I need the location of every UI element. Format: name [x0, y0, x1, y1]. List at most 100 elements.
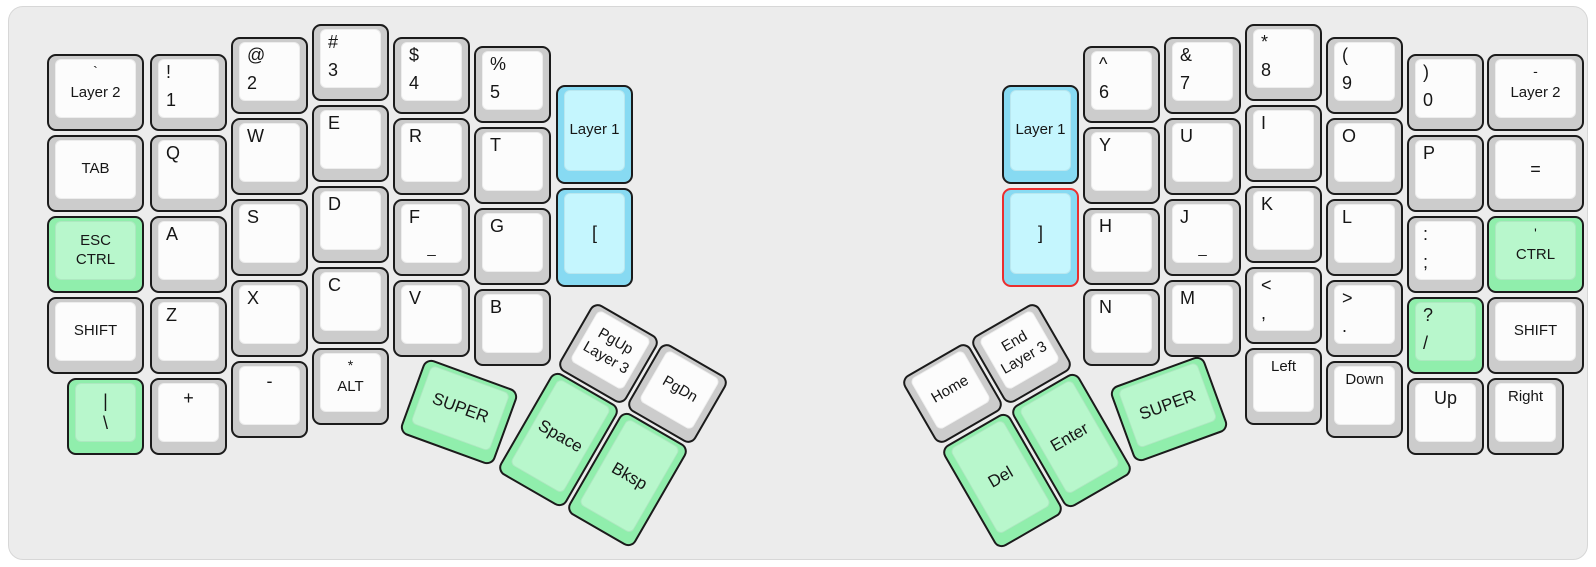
key-6[interactable]: ^6: [1083, 46, 1160, 123]
key-comma[interactable]: <,: [1245, 267, 1322, 344]
key-d[interactable]: D: [312, 186, 389, 263]
key-m[interactable]: M: [1164, 280, 1241, 357]
key-o[interactable]: O: [1326, 118, 1403, 195]
key-right-arrow[interactable]: Right: [1487, 378, 1564, 455]
key-quote-ctrl[interactable]: 'CTRL: [1487, 216, 1584, 293]
key-legend: (: [1342, 45, 1348, 65]
key-legend: PgDn: [659, 372, 701, 407]
key-a[interactable]: A: [150, 216, 227, 293]
keycap: N: [1091, 294, 1152, 353]
key-legend: +: [183, 388, 194, 408]
key-y[interactable]: Y: [1083, 127, 1160, 204]
key-s[interactable]: S: [231, 199, 308, 276]
key-legend: U: [1180, 126, 1193, 146]
key-legend: !: [166, 62, 172, 82]
key-legend: <: [1261, 275, 1272, 295]
key-legend: O: [1342, 126, 1357, 146]
keycap: O: [1334, 123, 1395, 182]
key-5[interactable]: %5: [474, 46, 551, 123]
key-h[interactable]: H: [1083, 208, 1160, 285]
key-grave-layer2[interactable]: `Layer 2: [47, 54, 144, 131]
key-e[interactable]: E: [312, 105, 389, 182]
keycap: `Layer 2: [55, 59, 136, 118]
key-left-arrow[interactable]: Left: [1245, 348, 1322, 425]
keycap: M: [1172, 285, 1233, 344]
key-legend: Y: [1099, 135, 1112, 155]
key-tab[interactable]: TAB: [47, 135, 144, 212]
key-left-bracket[interactable]: [: [556, 188, 633, 287]
key-legend: $: [409, 45, 420, 65]
key-up-arrow[interactable]: Up: [1407, 378, 1484, 455]
keycap: @2: [239, 42, 300, 101]
key-1[interactable]: !1: [150, 54, 227, 131]
key-legend: Del: [984, 462, 1017, 492]
key-w[interactable]: W: [231, 118, 308, 195]
key-x[interactable]: X: [231, 280, 308, 357]
key-legend: SUPER: [1136, 386, 1199, 425]
key-legend: R: [409, 126, 422, 146]
key-v[interactable]: V: [393, 280, 470, 357]
key-right-bracket[interactable]: ]: [1002, 188, 1079, 287]
key-semicolon[interactable]: :;: [1407, 216, 1484, 293]
key-pipe-backslash[interactable]: |\: [67, 378, 144, 455]
keycap: P: [1415, 140, 1476, 199]
key-layer1-left[interactable]: Layer 1: [556, 85, 633, 184]
key-super-left[interactable]: SUPER: [398, 357, 520, 467]
key-equals[interactable]: =: [1487, 135, 1584, 212]
keycap: Z: [158, 302, 219, 361]
key-k[interactable]: K: [1245, 186, 1322, 263]
key-down-arrow[interactable]: Down: [1326, 361, 1403, 438]
key-legend: 9: [1342, 73, 1353, 94]
key-c[interactable]: C: [312, 267, 389, 344]
key-q[interactable]: Q: [150, 135, 227, 212]
key-minus[interactable]: -: [231, 361, 308, 438]
key-period[interactable]: >.: [1326, 280, 1403, 357]
key-j[interactable]: J_: [1164, 199, 1241, 276]
key-super-right[interactable]: SUPER: [1108, 354, 1230, 464]
key-plus[interactable]: +: [150, 378, 227, 455]
key-3[interactable]: #3: [312, 24, 389, 101]
key-g[interactable]: G: [474, 208, 551, 285]
key-legend: G: [490, 216, 505, 236]
key-4[interactable]: $4: [393, 37, 470, 114]
key-legend: E: [328, 113, 341, 133]
key-legend: &: [1180, 45, 1193, 65]
key-8[interactable]: *8: [1245, 24, 1322, 101]
key-2[interactable]: @2: [231, 37, 308, 114]
key-t[interactable]: T: [474, 127, 551, 204]
key-layer1-right[interactable]: Layer 1: [1002, 85, 1079, 184]
key-l[interactable]: L: [1326, 199, 1403, 276]
key-legend: %: [490, 54, 507, 74]
key-shift-right[interactable]: SHIFT: [1487, 297, 1584, 374]
key-p[interactable]: P: [1407, 135, 1484, 212]
key-star-alt[interactable]: *ALT: [312, 348, 389, 425]
key-z[interactable]: Z: [150, 297, 227, 374]
key-legend: [: [591, 222, 597, 243]
key-legend: SUPER: [429, 389, 492, 428]
key-legend: Enter: [1047, 418, 1092, 456]
key-question-slash[interactable]: ?/: [1407, 297, 1484, 374]
key-u[interactable]: U: [1164, 118, 1241, 195]
keycap: H: [1091, 213, 1152, 272]
key-shift-left[interactable]: SHIFT: [47, 297, 144, 374]
key-legend: Home: [928, 371, 972, 407]
key-legend: W: [247, 126, 264, 146]
key-legend: -: [1533, 63, 1538, 79]
key-legend: 7: [1180, 73, 1191, 94]
key-dash-layer2[interactable]: -Layer 2: [1487, 54, 1584, 131]
key-b[interactable]: B: [474, 289, 551, 366]
key-r[interactable]: R: [393, 118, 470, 195]
key-n[interactable]: N: [1083, 289, 1160, 366]
key-i[interactable]: I: [1245, 105, 1322, 182]
keycap: E: [320, 110, 381, 169]
key-9[interactable]: (9: [1326, 37, 1403, 114]
key-7[interactable]: &7: [1164, 37, 1241, 114]
key-legend: Layer 1: [569, 121, 620, 139]
key-legend: |: [103, 390, 108, 411]
key-legend: ): [1423, 62, 1429, 82]
key-f[interactable]: F_: [393, 199, 470, 276]
key-0[interactable]: )0: [1407, 54, 1484, 131]
key-legend: 3: [328, 60, 339, 81]
